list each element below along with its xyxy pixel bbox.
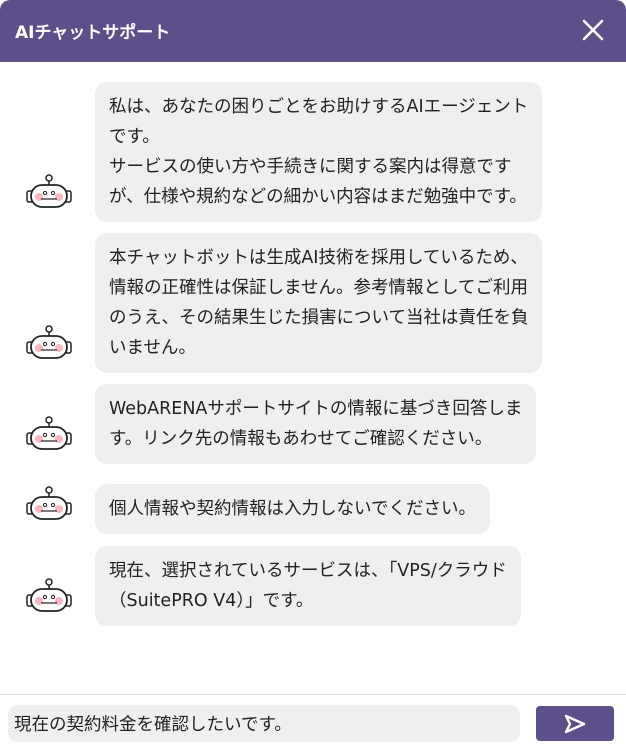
message-bubble: WebARENAサポートサイトの情報に基づき回答します。リンク先の情報もあわせて…: [95, 384, 537, 464]
message-bubble: 個人情報や契約情報は入力しないでください。: [95, 484, 490, 534]
send-button[interactable]: [536, 706, 614, 741]
message-line: 情報の正確性は保証しません。参考情報としてご利用: [109, 278, 528, 298]
chat-title: AIチャットサポート: [15, 23, 171, 43]
robot-avatar-icon: [22, 578, 76, 614]
message-row: 個人情報や契約情報は入力しないでください。: [0, 484, 626, 534]
message-line: 私は、あなたの困りごとをお助けするAIエージェント: [109, 97, 529, 117]
message-line: サービスの使い方や手続きに関する案内は得意です: [109, 157, 512, 177]
message-list: 私は、あなたの困りごとをお助けするAIエージェントです。サービスの使い方や手続き…: [0, 82, 626, 626]
message-line: 現在、選択されているサービスは、「VPS/クラウド: [109, 561, 507, 581]
message-line: いません。: [109, 338, 196, 358]
message-row: 本チャットボットは生成AI技術を採用しているため、情報の正確性は保証しません。参…: [0, 233, 626, 373]
message-row: 私は、あなたの困りごとをお助けするAIエージェントです。サービスの使い方や手続き…: [0, 82, 626, 222]
message-bubble: 現在、選択されているサービスは、「VPS/クラウド （SuitePRO V4）」で…: [95, 546, 521, 626]
message-line: 個人情報や契約情報は入力しないでください。: [109, 499, 476, 519]
message-row: WebARENAサポートサイトの情報に基づき回答します。リンク先の情報もあわせて…: [0, 384, 626, 464]
robot-avatar-icon: [22, 416, 76, 452]
composer-divider: [0, 694, 626, 695]
message-input[interactable]: [8, 705, 520, 742]
message-line: が、仕様や規約などの細かい内容はまだ勉強中です。: [109, 187, 527, 207]
message-line: のうえ、その結果生じた損害について当社は責任を負: [109, 308, 529, 328]
close-icon[interactable]: [580, 17, 606, 43]
robot-avatar-icon: [22, 174, 76, 210]
robot-avatar-icon: [22, 325, 76, 361]
message-line: す。リンク先の情報もあわせてご確認ください。: [109, 429, 493, 449]
message-bubble: 私は、あなたの困りごとをお助けするAIエージェントです。サービスの使い方や手続き…: [95, 82, 543, 222]
robot-avatar-icon: [22, 486, 76, 522]
message-line: WebARENAサポートサイトの情報に基づき回答しま: [109, 399, 523, 419]
message-line: です。: [109, 127, 160, 147]
message-bubble: 本チャットボットは生成AI技術を採用しているため、情報の正確性は保証しません。参…: [95, 233, 543, 373]
chat-header: AIチャットサポート: [0, 0, 626, 62]
send-icon: [564, 714, 586, 733]
message-line: 本チャットボットは生成AI技術を採用しているため、: [109, 248, 528, 268]
message-line: （SuitePRO V4）」です。: [109, 591, 314, 611]
message-row: 現在、選択されているサービスは、「VPS/クラウド （SuitePRO V4）」で…: [0, 546, 626, 626]
